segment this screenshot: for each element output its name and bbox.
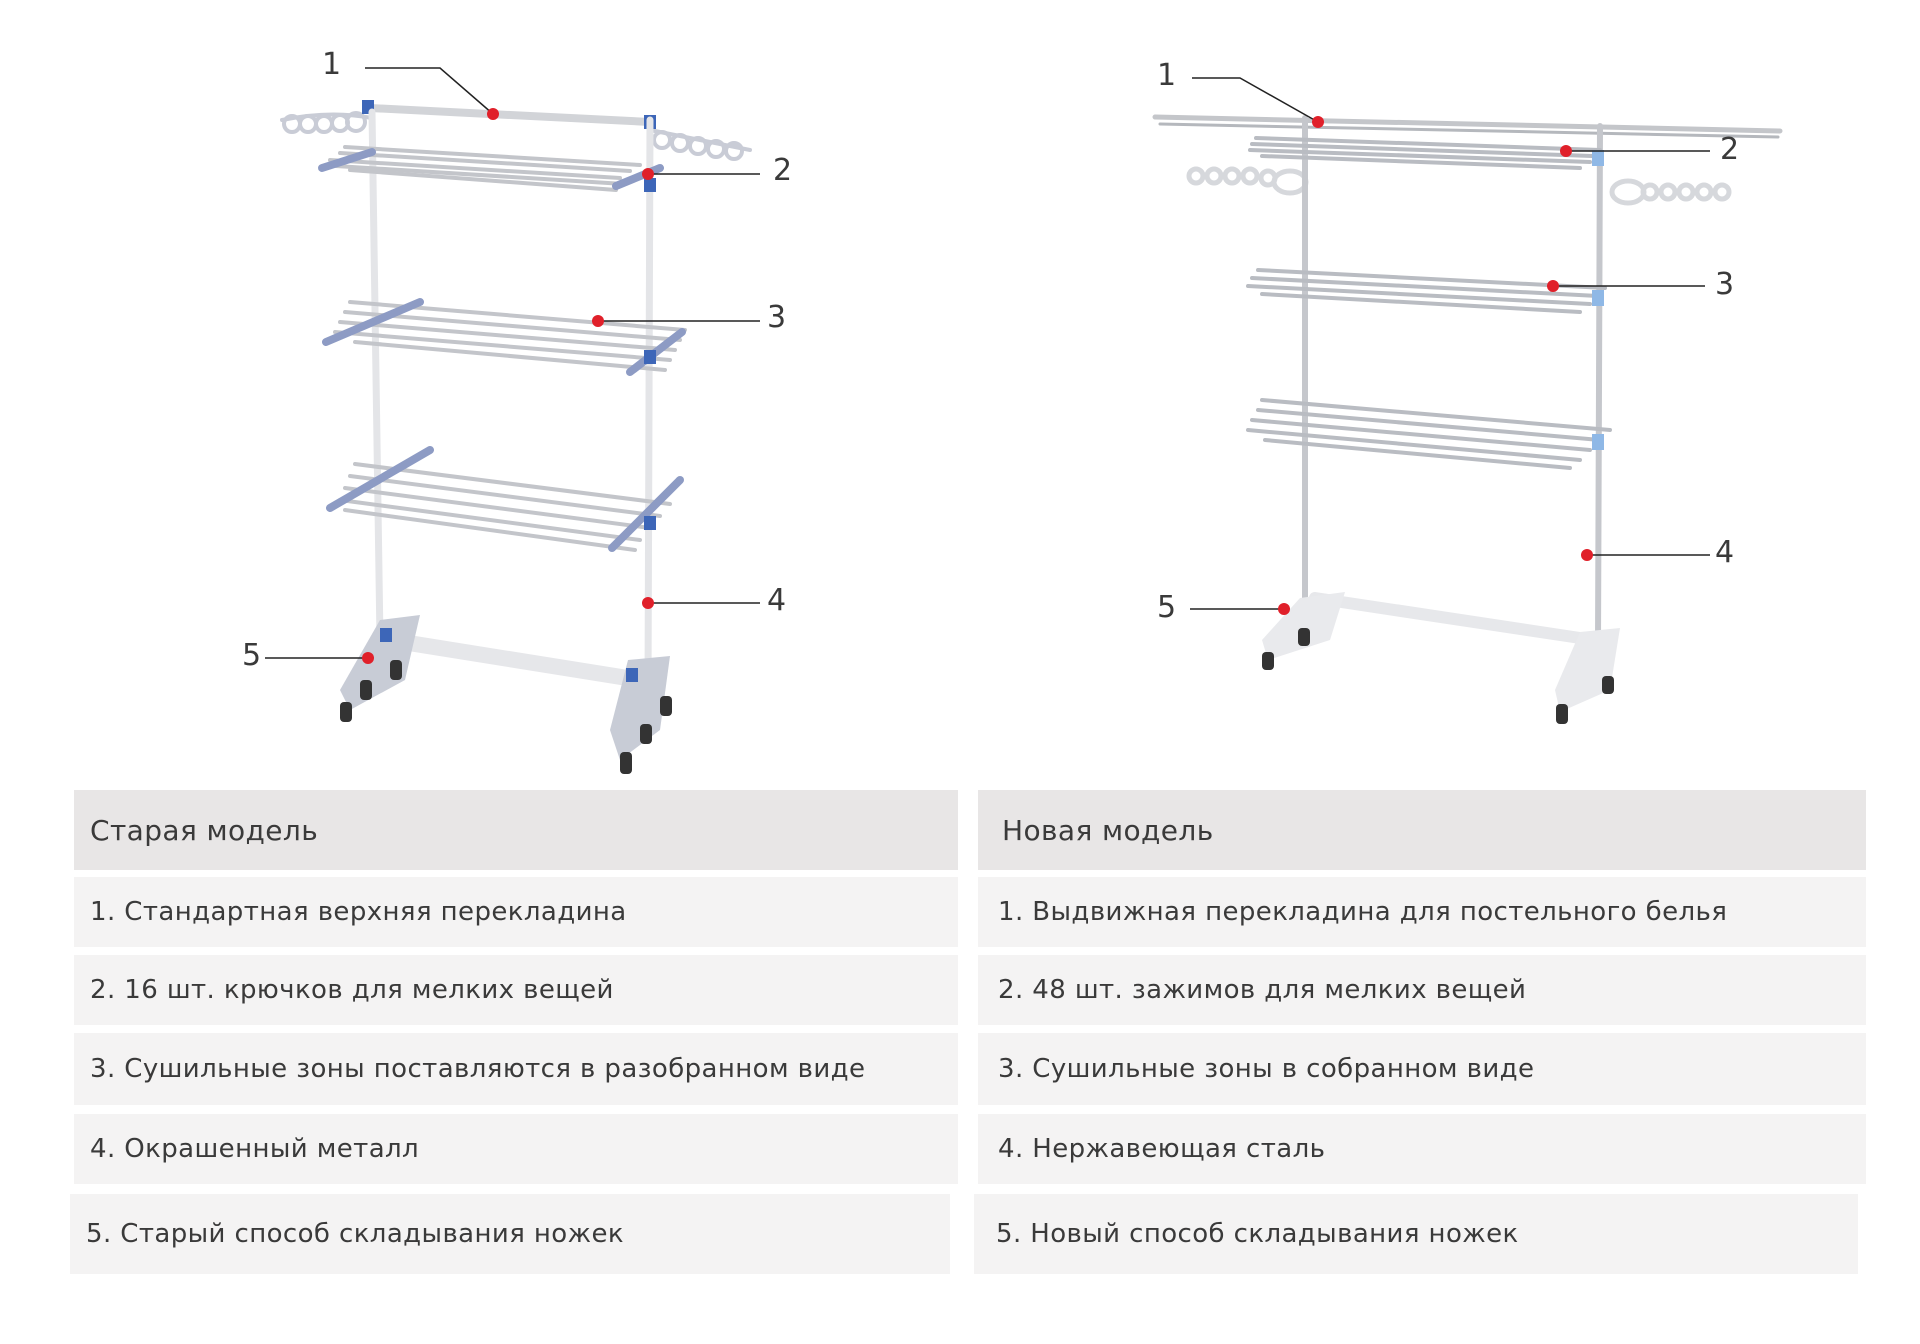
callout-marker bbox=[642, 597, 654, 609]
new-callout-5: 5 bbox=[1157, 590, 1177, 625]
new-callout-4: 4 bbox=[1715, 535, 1735, 570]
old-callout-4: 4 bbox=[767, 583, 787, 618]
old-model-markers bbox=[362, 108, 654, 664]
dryer-comparison-illustration bbox=[265, 67, 1783, 774]
new-model-row: 2. 48 шт. зажимов для мелких вещей bbox=[978, 955, 1866, 1025]
old-model-row: 4. Окрашенный металл bbox=[74, 1114, 958, 1184]
old-callout-3: 3 bbox=[767, 300, 787, 335]
old-model-row: 1. Стандартная верхняя перекладина bbox=[74, 877, 958, 947]
callout-marker bbox=[1560, 145, 1572, 157]
callout-marker bbox=[642, 168, 654, 180]
new-model-row: 1. Выдвижная перекладина для постельного… bbox=[978, 877, 1866, 947]
new-model-markers bbox=[1278, 116, 1593, 615]
new-callout-3: 3 bbox=[1715, 267, 1735, 302]
callout-marker bbox=[487, 108, 499, 120]
old-model-row: 3. Сушильные зоны поставляются в разобра… bbox=[74, 1033, 958, 1105]
new-model-row: 3. Сушильные зоны в собранном виде bbox=[978, 1033, 1866, 1105]
old-model-row: 5. Старый способ складывания ножек bbox=[70, 1194, 950, 1274]
old-model-table: Старая модель 1. Стандартная верхняя пер… bbox=[70, 790, 958, 1280]
old-callout-1: 1 bbox=[322, 47, 342, 82]
new-model-table: Новая модель 1. Выдвижная перекладина дл… bbox=[974, 790, 1866, 1280]
old-model-header: Старая модель bbox=[74, 790, 958, 870]
old-callout-5: 5 bbox=[242, 638, 262, 673]
callout-marker bbox=[1581, 549, 1593, 561]
callout-marker bbox=[592, 315, 604, 327]
new-model-row: 4. Нержавеющая сталь bbox=[978, 1114, 1866, 1184]
new-callout-2: 2 bbox=[1720, 132, 1740, 167]
new-callout-1: 1 bbox=[1157, 58, 1177, 93]
old-model-row: 2. 16 шт. крючков для мелких вещей bbox=[74, 955, 958, 1025]
callout-marker bbox=[362, 652, 374, 664]
callout-marker bbox=[1312, 116, 1324, 128]
callout-marker bbox=[1278, 603, 1290, 615]
old-dryer-rack-image bbox=[280, 100, 752, 774]
new-model-header: Новая модель bbox=[978, 790, 1866, 870]
new-dryer-rack-image bbox=[1152, 114, 1783, 724]
callout-marker bbox=[1547, 280, 1559, 292]
old-callout-2: 2 bbox=[773, 153, 793, 188]
new-model-row: 5. Новый способ складывания ножек bbox=[974, 1194, 1858, 1274]
